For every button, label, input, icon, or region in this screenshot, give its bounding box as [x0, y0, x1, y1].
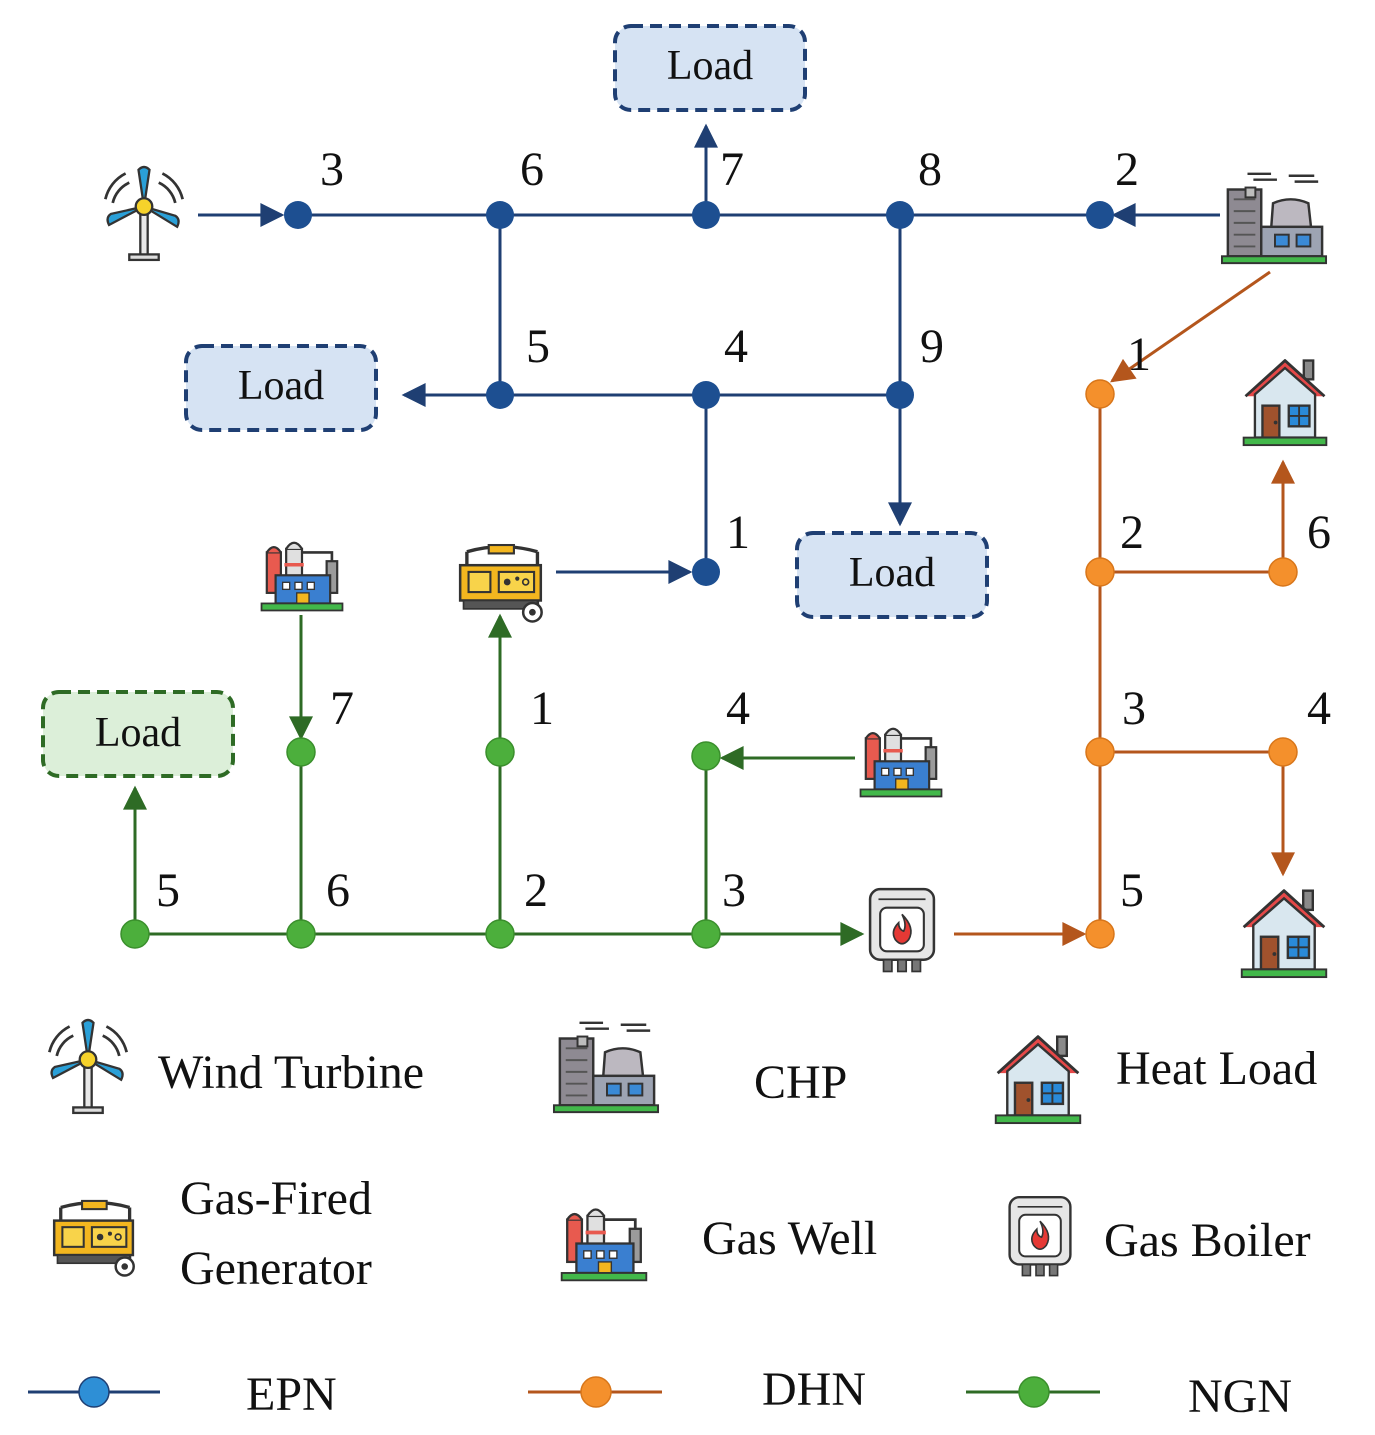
ngn-node-5 [120, 919, 150, 949]
house-icon [1240, 889, 1328, 979]
legend-ngn-swatch [966, 1376, 1100, 1408]
ngn-node-2 [485, 919, 515, 949]
ngn-node-2-label: 2 [524, 864, 548, 917]
epn-load-left: Load [184, 344, 378, 432]
ngn-node-6 [286, 919, 316, 949]
ngn-node-4-label: 4 [726, 682, 750, 735]
epn-node-4-label: 4 [724, 320, 748, 373]
epn-node-4 [692, 381, 720, 409]
legend-wind-turbine-label: Wind Turbine [158, 1046, 424, 1099]
epn-node-3-label: 3 [320, 143, 344, 196]
dhn-node-2 [1085, 557, 1115, 587]
dhn-node-3-label: 3 [1122, 682, 1146, 735]
epn-node-5 [486, 381, 514, 409]
generator-icon [458, 543, 544, 624]
ngn-node-1-label: 1 [530, 682, 554, 735]
ngn-node-4 [691, 741, 721, 771]
epn-load-right: Load [795, 531, 989, 619]
epn-node-8-label: 8 [918, 143, 942, 196]
dhn-node-5-label: 5 [1120, 864, 1144, 917]
epn-node-2 [1086, 201, 1114, 229]
legend-gas-fired-generator-label-2: Generator [180, 1242, 372, 1295]
legend-dhn-label: DHN [762, 1363, 866, 1416]
gas-boiler-icon [1008, 1195, 1072, 1278]
legend-dhn-swatch [528, 1376, 662, 1408]
epn-node-1 [692, 558, 720, 586]
ngn-node-5-label: 5 [156, 864, 180, 917]
epn-node-5-label: 5 [526, 320, 550, 373]
dhn-network: 1 2 6 3 4 5 [954, 270, 1331, 949]
epn-load-top: Load [613, 24, 807, 112]
ngn-node-1 [485, 737, 515, 767]
epn-node-8 [886, 201, 914, 229]
ngn-node-7-label: 7 [330, 682, 354, 735]
dhn-node-2-label: 2 [1120, 506, 1144, 559]
ngn-node-3-label: 3 [722, 864, 746, 917]
gas-well-icon [559, 1207, 649, 1283]
legend-gas-boiler-label: Gas Boiler [1104, 1214, 1311, 1267]
house-icon [994, 1035, 1082, 1125]
chp-plant-icon [1220, 172, 1328, 265]
generator-icon [52, 1199, 136, 1278]
dhn-node-5 [1085, 919, 1115, 949]
legend-chp-label: CHP [754, 1056, 847, 1109]
epn-node-7-label: 7 [720, 143, 744, 196]
epn-node-6-label: 6 [520, 143, 544, 196]
epn-node-7 [692, 201, 720, 229]
epn-node-9 [886, 381, 914, 409]
chp-plant-icon [552, 1021, 660, 1114]
legend: Wind Turbine CHP Heat Load Gas-Fired Gen… [28, 1018, 1317, 1423]
dhn-node-3 [1085, 737, 1115, 767]
epn-node-6 [486, 201, 514, 229]
dhn-node-1 [1085, 379, 1115, 409]
ngn-load-label: Load [95, 710, 181, 756]
dhn-node-4 [1268, 737, 1298, 767]
epn-load-right-label: Load [849, 550, 935, 596]
legend-gas-fired-generator-label-1: Gas-Fired [180, 1172, 372, 1225]
dhn-node-6-label: 6 [1307, 506, 1331, 559]
legend-gas-well-label: Gas Well [702, 1212, 877, 1265]
epn-load-top-label: Load [667, 43, 753, 89]
epn-node-2-label: 2 [1115, 143, 1139, 196]
house-icon [1242, 358, 1328, 447]
ngn-node-3 [691, 919, 721, 949]
ngn-load: Load [41, 690, 235, 778]
wind-turbine-icon [47, 1018, 129, 1115]
gas-well-icon [259, 540, 345, 613]
epn-node-1-label: 1 [726, 506, 750, 559]
dhn-node-6 [1268, 557, 1298, 587]
epn-node-9-label: 9 [920, 320, 944, 373]
dhn-chp-feed-arrow [1110, 270, 1271, 383]
ngn-node-6-label: 6 [326, 864, 350, 917]
legend-epn-label: EPN [246, 1368, 337, 1421]
epn-node-3 [284, 201, 312, 229]
ngn-node-7 [286, 737, 316, 767]
epn-load-left-label: Load [238, 363, 324, 409]
gas-boiler-icon [868, 887, 936, 973]
legend-ngn-label: NGN [1188, 1370, 1292, 1423]
dhn-node-4-label: 4 [1307, 682, 1331, 735]
epn-network: 3 6 7 8 2 5 4 9 1 [198, 123, 1220, 586]
ngn-network: 5 6 2 3 7 1 4 [120, 613, 865, 949]
dhn-node-1-label: 1 [1127, 328, 1151, 381]
legend-heat-load-label: Heat Load [1116, 1042, 1317, 1095]
gas-well-icon [858, 726, 944, 799]
wind-turbine-icon [103, 165, 185, 262]
legend-epn-swatch [28, 1376, 160, 1408]
